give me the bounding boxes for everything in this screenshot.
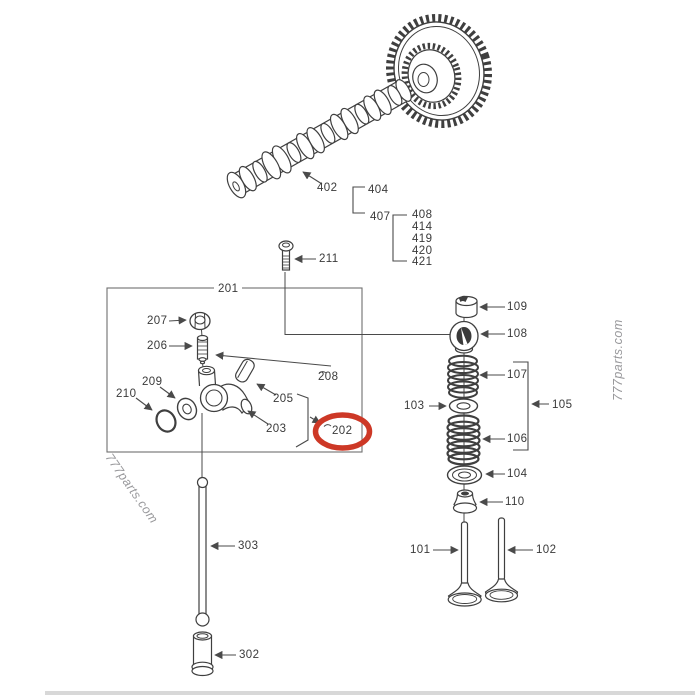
label-206: 206 [147, 340, 168, 352]
nut-207-drawing [189, 311, 211, 331]
group-box-201 [106, 287, 363, 453]
retainer-205-drawing [235, 358, 255, 383]
retainer-108-drawing [449, 320, 479, 354]
label-104: 104 [507, 468, 528, 480]
label-103: 103 [404, 400, 425, 412]
label-211: 211 [319, 253, 339, 265]
label-302: 302 [239, 649, 260, 661]
bracket-404-407 [352, 186, 365, 214]
bracket-105 [513, 361, 529, 451]
bolt-211-drawing [278, 240, 294, 271]
push-rod-303-drawing [195, 476, 210, 627]
label-102: 102 [536, 544, 557, 556]
valve-seal-110-drawing [452, 489, 478, 514]
label-207: 207 [147, 315, 168, 327]
label-420: 420 [412, 245, 433, 257]
label-110: 110 [505, 496, 525, 508]
label-107: 107 [507, 369, 528, 381]
valve-cap-109-drawing [455, 295, 478, 319]
label-421: 421 [412, 256, 433, 268]
bracket-408-421 [392, 214, 407, 262]
washer-209-drawing [176, 397, 198, 421]
label-101: 101 [410, 544, 431, 556]
valve-spring-107-drawing [447, 354, 479, 399]
label-105: 105 [552, 399, 573, 411]
label-408: 408 [412, 209, 433, 221]
label-208: 208 [318, 371, 339, 383]
ring-210-drawing [155, 409, 177, 433]
watermark-right: 777parts.com [611, 319, 625, 401]
label-201: 201 [214, 283, 243, 295]
label-108: 108 [507, 328, 528, 340]
valve-102-drawing [484, 517, 519, 603]
scan-artifact-line [45, 691, 695, 695]
rocker-arm-203-drawing [197, 365, 253, 415]
leader-lines [135, 171, 549, 660]
bracket-202 [295, 393, 309, 448]
washer-104-drawing [446, 465, 483, 485]
label-205: 205 [273, 393, 294, 405]
tappet-302-drawing [191, 631, 214, 677]
highlight-circle-202 [312, 412, 373, 451]
label-404: 404 [368, 184, 389, 196]
label-407: 407 [370, 211, 391, 223]
label-203: 203 [266, 423, 287, 435]
camshaft-gear-drawing [386, 13, 492, 129]
valve-101-drawing [447, 521, 482, 607]
camshaft-drawing [226, 79, 412, 199]
screw-206-drawing [196, 334, 209, 365]
label-202-highlighted: 202 [332, 425, 353, 437]
label-414: 414 [412, 221, 433, 233]
washer-103-drawing [448, 398, 479, 414]
label-106: 106 [507, 433, 528, 445]
grouping-brackets [295, 186, 529, 451]
label-209: 209 [142, 376, 163, 388]
label-303: 303 [238, 540, 259, 552]
label-210: 210 [116, 388, 137, 400]
label-109: 109 [507, 301, 528, 313]
label-419: 419 [412, 233, 433, 245]
label-402: 402 [317, 182, 338, 194]
valve-spring-106-drawing [446, 414, 481, 466]
